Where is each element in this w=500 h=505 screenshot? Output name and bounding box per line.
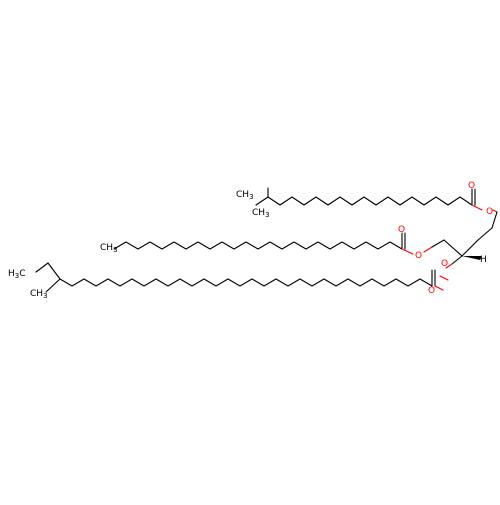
chain-top [255,187,498,229]
carbonyl-oxygen-middle: O [398,225,405,235]
methyl-top-b: CH3 [252,208,270,219]
ester-oxygen-middle: O [415,251,422,261]
ethyl-terminal: H3C [8,269,26,280]
methyl-top-a: CH3 [236,190,254,201]
carbonyl-oxygen-top: O [468,181,475,191]
stereo-hydrogen: H [480,255,487,265]
chain-bottom [35,262,449,293]
methyl-middle: CH3 [100,243,118,254]
ester-oxygen-top: O [486,207,493,217]
ester-oxygen-bottom: O [441,259,448,269]
chain-middle [113,227,493,269]
wedge-bond [462,256,482,260]
carbonyl-oxygen-bottom: O [428,286,435,296]
methyl-bottom: CH3 [30,289,48,300]
